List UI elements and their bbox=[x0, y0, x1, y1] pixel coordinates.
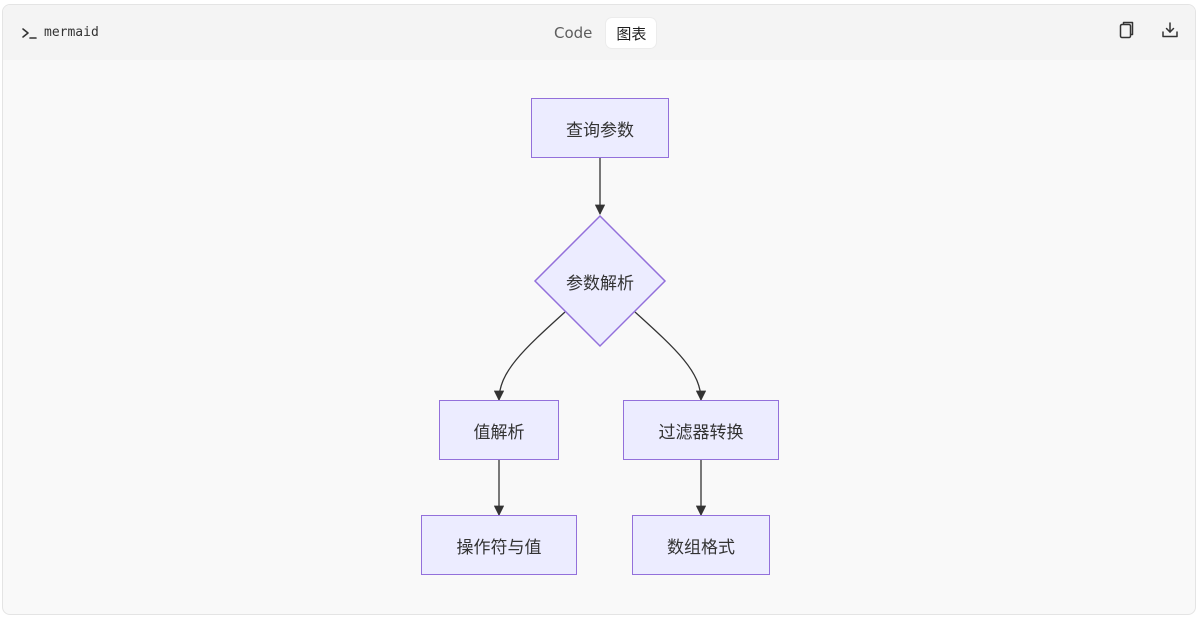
diagram-canvas: 查询参数 参数解析 值解析 过滤器转换 操作符与值 数组格式 bbox=[3, 60, 1195, 614]
language-label: mermaid bbox=[44, 25, 99, 40]
view-tabs: Code 图表 bbox=[544, 17, 657, 49]
node-filter-convert[interactable]: 过滤器转换 bbox=[623, 400, 779, 460]
node-value-parse[interactable]: 值解析 bbox=[439, 400, 559, 460]
node-query-params[interactable]: 查询参数 bbox=[531, 98, 669, 158]
tab-diagram[interactable]: 图表 bbox=[606, 18, 657, 48]
copy-icon bbox=[1117, 20, 1135, 44]
node-array-format[interactable]: 数组格式 bbox=[632, 515, 770, 575]
download-button[interactable] bbox=[1159, 21, 1181, 43]
mermaid-code-block: mermaid Code 图表 bbox=[2, 4, 1196, 615]
decision-diamond-shape bbox=[533, 214, 667, 348]
language-label-group: mermaid bbox=[21, 5, 99, 60]
copy-button[interactable] bbox=[1115, 21, 1137, 43]
edge-parse-to-filter bbox=[634, 311, 707, 402]
edge-parse-to-value bbox=[493, 311, 566, 402]
tab-code[interactable]: Code bbox=[554, 24, 593, 42]
terminal-icon bbox=[21, 26, 37, 40]
download-icon bbox=[1161, 21, 1179, 43]
node-param-parse[interactable]: 参数解析 bbox=[566, 273, 634, 294]
toolbar-actions bbox=[1115, 21, 1181, 43]
code-block-toolbar: mermaid Code 图表 bbox=[3, 5, 1195, 60]
node-operator-value[interactable]: 操作符与值 bbox=[421, 515, 577, 575]
diagram-edges-layer bbox=[493, 158, 707, 517]
